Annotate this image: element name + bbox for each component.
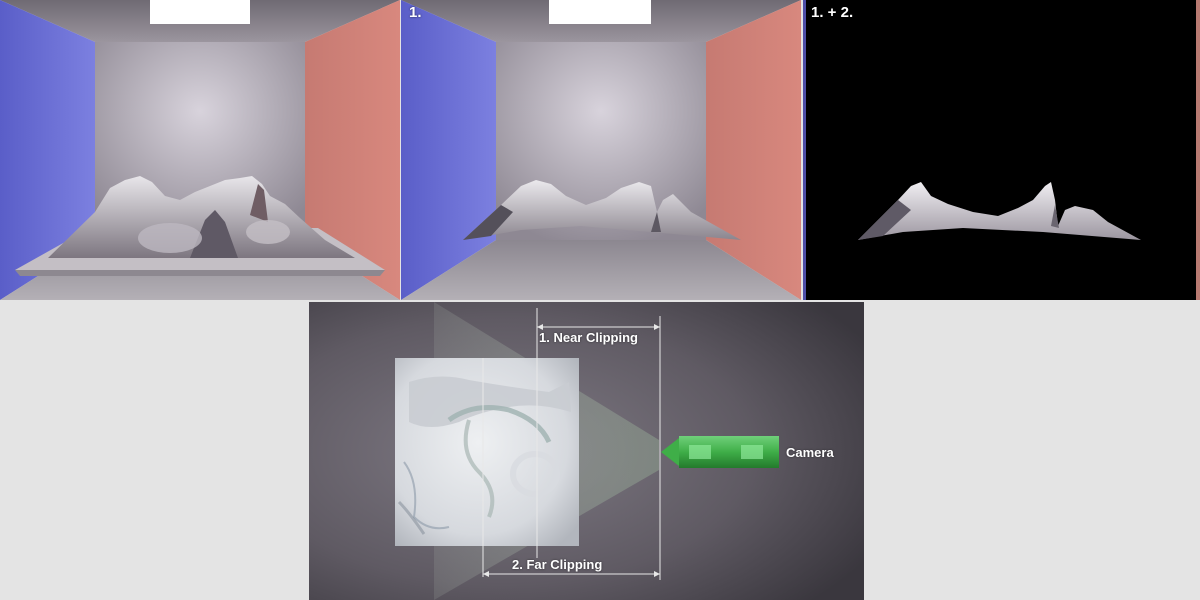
ceiling-light xyxy=(549,0,651,24)
render-panel-near-far-clipping: 1. + 2. xyxy=(803,0,1200,300)
panel-label: 1. + 2. xyxy=(811,4,854,21)
render-scene-full xyxy=(0,0,400,300)
terrain-slice xyxy=(858,182,1141,240)
render-panel-near-clipping: 1. xyxy=(401,0,801,300)
clipping-diagram: 1. Near Clipping 2. Far Clipping Camera xyxy=(309,302,864,600)
clipping-diagram-scene xyxy=(309,302,864,600)
camera-label: Camera xyxy=(786,445,834,460)
render-scene-near-far-clipping xyxy=(803,0,1200,300)
far-clipping-label: 2. Far Clipping xyxy=(512,557,603,572)
render-panel-full xyxy=(0,0,400,300)
ceiling-light xyxy=(150,0,250,24)
panel-label: 1. xyxy=(409,4,422,21)
render-scene-near-clipping xyxy=(401,0,801,300)
terrain-slice xyxy=(463,180,741,240)
near-clipping-label: 1. Near Clipping xyxy=(539,330,638,345)
